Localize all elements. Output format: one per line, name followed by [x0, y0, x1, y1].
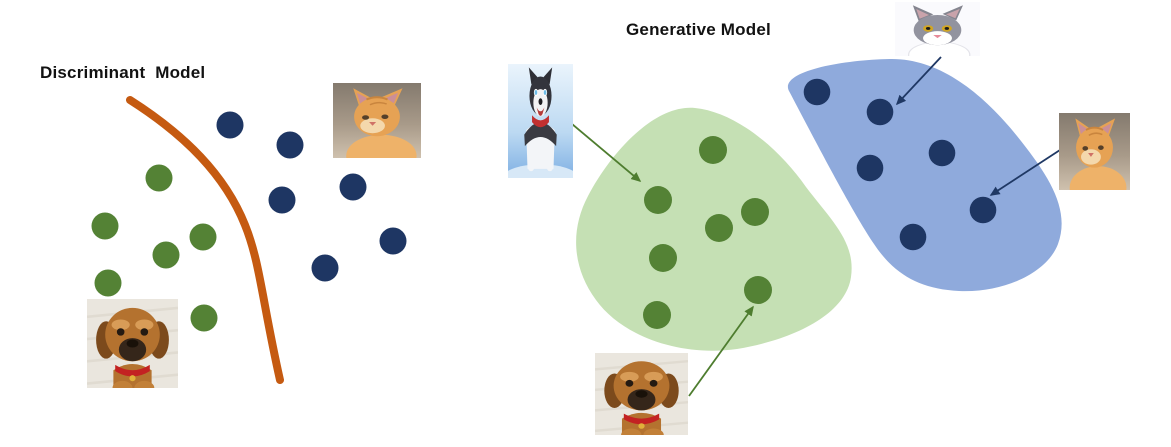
gray-cat-photo: [895, 2, 980, 56]
navy-data-point: [928, 139, 956, 167]
annotation-arrows-layer: [571, 56, 1061, 397]
navy-data-point: [866, 98, 894, 126]
kitten-photo-right: [1059, 113, 1130, 190]
green-data-point: [699, 136, 727, 164]
kitten-photo-left: [333, 83, 421, 158]
decision-boundary-curve: [126, 96, 284, 384]
navy-data-point: [803, 78, 831, 106]
blue-cluster-blob: [787, 58, 1062, 292]
green-data-point: [644, 186, 672, 214]
puppy-photo-left: [87, 299, 178, 388]
green-data-point: [741, 198, 769, 226]
navy-data-point: [311, 254, 339, 282]
husky-to-green-cluster-arrow: [571, 123, 642, 182]
green-data-point: [145, 164, 173, 192]
navy-data-point: [216, 111, 244, 139]
green-data-point: [744, 276, 772, 304]
navy-data-point: [276, 131, 304, 159]
green-data-point: [643, 301, 671, 329]
navy-data-point: [969, 196, 997, 224]
navy-data-point: [856, 154, 884, 182]
discriminant-model-title: Discriminant Model: [40, 63, 206, 82]
navy-data-point: [379, 227, 407, 255]
navy-data-point: [899, 223, 927, 251]
green-data-point: [91, 212, 119, 240]
decision-boundary-layer: [126, 96, 284, 384]
navy-data-point: [339, 173, 367, 201]
green-data-point: [190, 304, 218, 332]
puppy-to-green-cluster-arrow: [688, 305, 754, 397]
generative-model-title: Generative Model: [626, 20, 771, 39]
gray-cat-to-blue-cluster-arrow: [895, 56, 942, 106]
navy-data-point: [268, 186, 296, 214]
data-points-layer: [91, 78, 997, 332]
husky-photo: [508, 64, 573, 178]
green-data-point: [705, 214, 733, 242]
green-data-point: [649, 244, 677, 272]
green-data-point: [94, 269, 122, 297]
green-data-point: [189, 223, 217, 251]
kitten-to-blue-cluster-arrow: [989, 149, 1061, 196]
green-data-point: [152, 241, 180, 269]
puppy-photo-right: [595, 353, 688, 435]
